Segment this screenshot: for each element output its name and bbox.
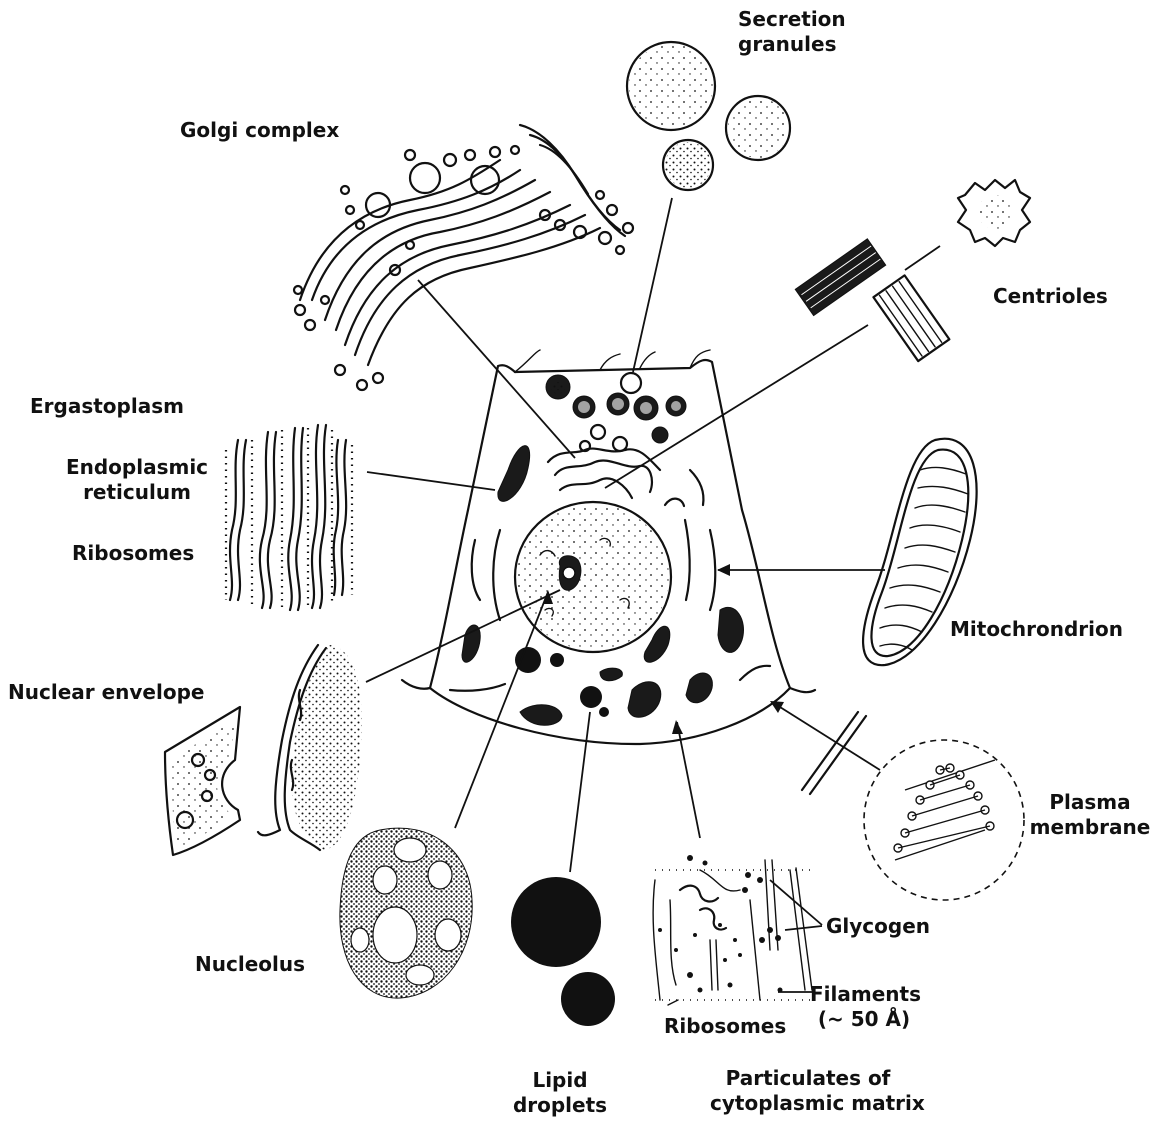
label-line: droplets bbox=[510, 1093, 610, 1118]
label-nucleolus: Nucleolus bbox=[195, 952, 305, 977]
label-ribosomes-bottom: Ribosomes bbox=[664, 1014, 786, 1039]
centrioles-illustration bbox=[795, 180, 1030, 361]
cell-left-wall bbox=[402, 365, 515, 688]
plasma-membrane-illustration bbox=[802, 712, 1024, 900]
lipid-droplet-cell-1 bbox=[515, 647, 541, 673]
label-golgi-complex: Golgi complex bbox=[180, 118, 339, 143]
label-line: Secretion bbox=[738, 7, 830, 32]
ergastoplasm-illustration bbox=[226, 425, 352, 610]
label-line: Filaments bbox=[810, 982, 918, 1007]
label-line: Lipid bbox=[510, 1068, 610, 1093]
label-lipid-droplets: Lipid droplets bbox=[510, 1068, 610, 1118]
label-line: granules bbox=[738, 32, 830, 57]
lipid-droplets-illustration bbox=[511, 877, 615, 1026]
nuclear-envelope-illustration bbox=[165, 645, 362, 855]
nucleolus-illustration bbox=[340, 828, 472, 998]
label-line: membrane bbox=[1028, 815, 1152, 840]
label-endoplasmic-reticulum: Endoplasmic reticulum bbox=[62, 455, 212, 505]
label-secretion-granules: Secretion granules bbox=[738, 7, 830, 57]
label-plasma-membrane: Plasma membrane bbox=[1028, 790, 1152, 840]
cell-base bbox=[430, 688, 790, 744]
label-line: reticulum bbox=[62, 480, 212, 505]
label-line: Endoplasmic bbox=[62, 455, 212, 480]
golgi-complex-illustration bbox=[294, 125, 633, 390]
label-mitochondrion: Mitochrondrion bbox=[950, 617, 1123, 642]
label-line: Plasma bbox=[1028, 790, 1152, 815]
particulates-illustration bbox=[653, 855, 822, 1005]
label-particulates: Particulates of cytoplasmic matrix bbox=[710, 1066, 906, 1116]
label-filaments: Filaments (~ 50 Å) bbox=[810, 982, 918, 1032]
label-line: (~ 50 Å) bbox=[810, 1007, 918, 1032]
label-line: Particulates of bbox=[710, 1066, 906, 1091]
label-centrioles: Centrioles bbox=[993, 284, 1108, 309]
label-line: cytoplasmic matrix bbox=[710, 1091, 906, 1116]
secretion-granules-illustration bbox=[627, 42, 790, 190]
label-nuclear-envelope: Nuclear envelope bbox=[8, 680, 204, 705]
central-cell bbox=[402, 350, 815, 744]
label-ribosomes-left: Ribosomes bbox=[72, 541, 194, 566]
label-ergastoplasm: Ergastoplasm bbox=[30, 394, 184, 419]
label-glycogen: Glycogen bbox=[826, 914, 930, 939]
